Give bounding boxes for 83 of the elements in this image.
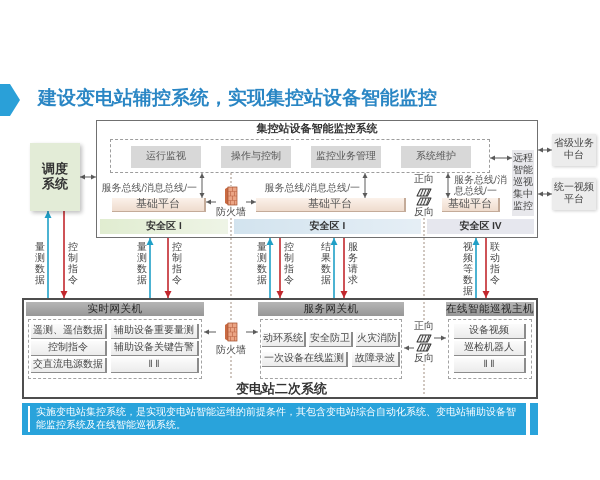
double-arrow [80, 174, 96, 180]
double-arrow [446, 172, 450, 198]
dashed-group-box [110, 139, 490, 173]
arrow [404, 346, 414, 350]
platform-bar: 基础平台 [256, 198, 406, 212]
module-box: 操作与控制 [221, 146, 291, 168]
caption-text: 实施变电站集控系统，是实现变电站智能运维的前提条件，其包含变电站综合自动化系统、变电站辅助设备智能监控系统及在线智能巡视系统。 [28, 406, 520, 432]
item-tile: 巡检机器人 [454, 341, 526, 356]
item-tile: 辅助设备重要量测 [111, 324, 199, 339]
platform-box: 统一视频平台 [552, 178, 596, 210]
item-tile: 故障录波 [352, 352, 400, 367]
edge-label: 控制指令 [284, 242, 294, 286]
double-arrow [538, 192, 552, 196]
arrow [246, 330, 258, 334]
item-tile: 设备视频 [454, 324, 526, 339]
arrow [266, 238, 274, 298]
panel-title: 服务网关机 [304, 304, 358, 314]
arrow [246, 200, 256, 204]
page-title: 建设变电站辅控系统，实现集控站设备智能监控 [38, 89, 437, 108]
system-frame [96, 120, 538, 238]
direction-label: 反向 [414, 208, 434, 218]
module-box: 监控业务管理 [311, 146, 381, 168]
arrow [146, 238, 154, 298]
edge-label: 联动指令 [490, 242, 500, 286]
platform-bar: 基础平台 [112, 198, 206, 212]
arrow [340, 238, 348, 298]
system-frame [22, 298, 538, 399]
module-box: 运行监视 [131, 146, 201, 168]
edge-label: 量测数据 [137, 242, 147, 286]
edge-label: 视频等数据 [463, 242, 473, 297]
zone-band: 安全区 IV [427, 219, 534, 234]
item-tile: 一次设备在线监测 [262, 352, 348, 367]
arrow [434, 336, 446, 340]
module-box: 系统维护 [401, 146, 471, 168]
platform-box: 省级业务中台 [552, 134, 596, 166]
item-tile: 控制指令 [31, 341, 107, 356]
item-tile: 火灾消防 [356, 332, 400, 347]
arrow [472, 238, 480, 298]
item-tile: 动环系统 [262, 332, 306, 347]
item-tile: 安全防卫 [309, 332, 353, 347]
gateway-panel [446, 302, 534, 379]
edge-label: 服务请求 [348, 242, 358, 286]
bus-label: 服务总线/消息总线/一 [454, 175, 508, 197]
edge-label: 控制指令 [68, 242, 78, 286]
double-arrow [490, 156, 512, 160]
arrow [60, 211, 68, 298]
frame-title: 变电站二次系统 [236, 382, 327, 395]
bus-label: 服务总线/消息总线/一 [263, 184, 360, 194]
double-arrow [200, 172, 204, 198]
double-arrow [362, 172, 368, 198]
arrow [330, 238, 338, 298]
direction-label: 正向 [414, 175, 434, 185]
arrow [482, 238, 490, 298]
panel-title: 实时网关机 [88, 304, 142, 314]
direction-label: 正向 [414, 322, 434, 332]
monitor-box: 远程智能巡视集中监控 [512, 150, 534, 216]
item-tile: 辅助设备关键告警 [111, 341, 199, 356]
item-tile: ‖ ‖ [111, 358, 199, 373]
edge-label: 控制指令 [172, 242, 182, 286]
arrow [164, 238, 172, 298]
item-tile: ‖ ‖ [454, 358, 526, 373]
firewall-label: 防火墙 [216, 346, 246, 356]
arrow [206, 200, 216, 204]
edge-label: 量测数据 [257, 242, 267, 286]
platform-bar: 基础平台 [442, 198, 500, 212]
zone-band: 安全区 I [234, 219, 421, 234]
arrow [44, 211, 52, 298]
item-tile: 交直流电源数据 [31, 358, 107, 373]
gateway-panel [26, 302, 204, 379]
system-box: 调度系统 [30, 143, 80, 211]
firewall-label: 防火墙 [216, 208, 246, 218]
double-arrow [538, 148, 552, 152]
frame-title: 集控站设备智能监控系统 [256, 124, 378, 135]
bus-label: 服务总线/消息总线/一 [100, 184, 197, 194]
item-tile: 遥测、遥信数据 [31, 324, 107, 339]
zone-band: 安全区 I [100, 219, 228, 234]
edge-label: 量测数据 [35, 242, 45, 286]
panel-title: 在线智能巡视主机 [446, 304, 534, 314]
gateway-panel [258, 302, 404, 379]
edge-label: 结果数据 [321, 242, 331, 286]
arrow [276, 238, 284, 298]
arrow [204, 330, 216, 334]
direction-label: 反向 [414, 354, 434, 364]
